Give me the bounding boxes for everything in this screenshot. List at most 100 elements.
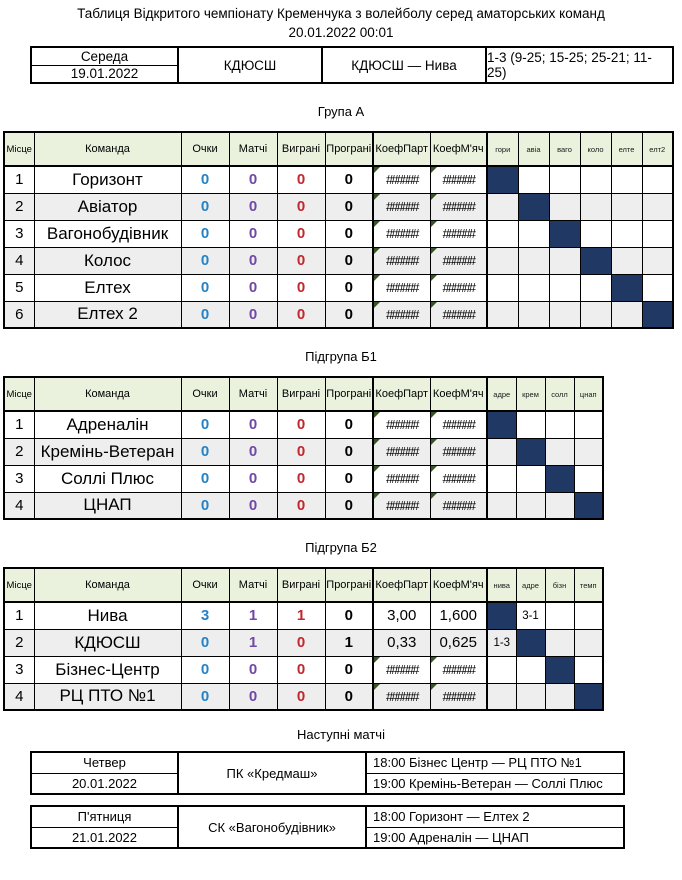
won-cell: 0 (276, 682, 326, 711)
col-header-mini-елте: елте (610, 131, 643, 167)
points-cell: 0 (180, 464, 230, 493)
matches-cell: 0 (228, 273, 278, 302)
crosstable-cell (515, 491, 546, 520)
matches-cell: 0 (228, 300, 278, 329)
col-header-team: Команда (33, 131, 182, 167)
schedule-venue: ПК «Кредмаш» (177, 753, 365, 793)
col-header-mini-темп: темп (573, 567, 604, 603)
overflow-hashes: ###### (442, 306, 476, 322)
team-name-cell: Елтех 2 (33, 300, 182, 329)
crosstable-cell (486, 491, 517, 520)
col-header-team: Команда (33, 567, 182, 603)
crosstable-cell (486, 410, 517, 439)
crosstable-cell (610, 273, 643, 302)
col-header-points: Очки (180, 131, 230, 167)
col-header-place: Місце (3, 567, 35, 603)
crosstable-cell (486, 273, 519, 302)
crosstable-cell (641, 165, 674, 194)
crosstable-cell: 1-3 (486, 628, 517, 657)
col-header-mini-елт2: елт2 (641, 131, 674, 167)
col-header-mini-адре: адре (486, 376, 517, 412)
col-header-won: Виграні (276, 131, 326, 167)
coef-part-cell: ###### (372, 192, 431, 221)
last-match-venue: КДЮСШ (177, 48, 321, 82)
matches-cell: 0 (228, 192, 278, 221)
col-header-mini-нива: нива (486, 567, 517, 603)
points-cell: 0 (180, 273, 230, 302)
col-header-coef_ball: КоефМ'яч (429, 376, 488, 412)
crosstable-cell (515, 410, 546, 439)
col-header-mini-бізн: бізн (544, 567, 575, 603)
crosstable-cell (641, 219, 674, 248)
col-header-coef_part: КоефПарт (372, 567, 431, 603)
crosstable-cell (486, 655, 517, 684)
points-cell: 0 (180, 246, 230, 275)
coef-ball-cell: ###### (429, 464, 488, 493)
coef-part-cell: ###### (372, 165, 431, 194)
col-header-mini-гори: гори (486, 131, 519, 167)
overflow-hashes: ###### (386, 471, 419, 486)
overflow-hashes: ###### (386, 497, 419, 513)
crosstable-cell (517, 300, 550, 329)
lost-cell: 0 (324, 192, 374, 221)
coef-ball-cell: ###### (429, 219, 488, 248)
crosstable-cell (517, 219, 550, 248)
col-header-lost: Програні (324, 567, 374, 603)
crosstable-cell (517, 273, 550, 302)
coef-part-cell: ###### (372, 410, 431, 439)
points-cell: 0 (180, 219, 230, 248)
team-name-cell: Нива (33, 601, 182, 630)
matches-cell: 0 (228, 410, 278, 439)
place-cell: 2 (3, 192, 35, 221)
team-name-cell: Авіатор (33, 192, 182, 221)
coef-part-cell: ###### (372, 219, 431, 248)
coef-part-cell: 0,33 (372, 628, 431, 657)
game-time: 18:00 (373, 809, 406, 825)
game-time: 19:00 (373, 775, 406, 791)
col-header-coef_ball: КоефМ'яч (429, 567, 488, 603)
overflow-hashes: ###### (386, 444, 419, 459)
last-match-date: 19.01.2022 (70, 66, 139, 82)
points-cell: 0 (180, 491, 230, 520)
next-matches-title: Наступні матчі (297, 727, 385, 742)
col-header-points: Очки (180, 567, 230, 603)
points-cell: 0 (180, 682, 230, 711)
coef-part-cell: ###### (372, 300, 431, 329)
error-triangle-icon (431, 684, 437, 690)
last-match-teams: КДЮСШ — Нива (321, 48, 485, 82)
group-label-3: Підгрупа Б2 (305, 540, 377, 555)
crosstable-cell (548, 219, 581, 248)
crosstable-cell (544, 437, 575, 466)
points-cell: 0 (180, 437, 230, 466)
lost-cell: 0 (324, 219, 374, 248)
crosstable-cell (544, 655, 575, 684)
crosstable-cell (486, 601, 517, 630)
coef-part-cell: ###### (372, 246, 431, 275)
crosstable-cell (579, 273, 612, 302)
error-triangle-icon (375, 439, 380, 445)
schedule-venue: СК «Вагонобудівник» (177, 807, 365, 847)
won-cell: 0 (276, 410, 326, 439)
matches-cell: 0 (228, 219, 278, 248)
team-name-cell: ЦНАП (33, 491, 182, 520)
group-label-1: Група А (317, 104, 365, 119)
error-triangle-icon (431, 439, 437, 445)
matches-cell: 0 (228, 464, 278, 493)
col-header-matches: Матчі (228, 131, 278, 167)
last-match-date-cell: Середа 19.01.2022 (32, 48, 177, 82)
